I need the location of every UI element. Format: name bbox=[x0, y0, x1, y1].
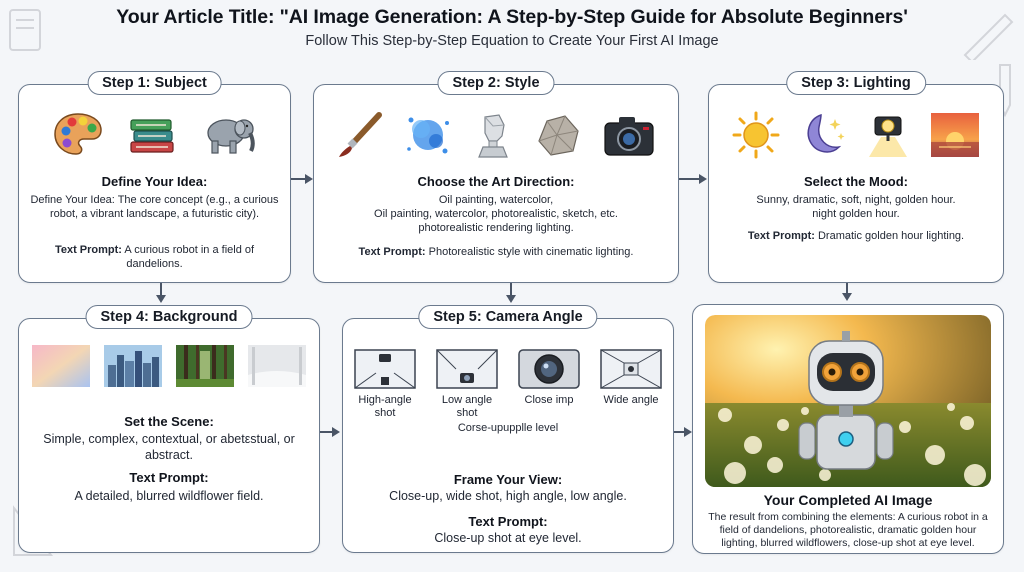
step-5-description: Close-up, wide shot, high angle, low ang… bbox=[389, 489, 627, 503]
city-skyline-icon bbox=[104, 345, 162, 387]
step-2-description-line-2: Oil painting, watercolor, photorealistic… bbox=[374, 208, 618, 220]
step-3-icons bbox=[709, 111, 1003, 159]
step-4-heading: Set the Scene: bbox=[124, 414, 214, 429]
step-1-prompt-text: A curious robot in a field of dandelions… bbox=[124, 244, 255, 270]
sculpture-bust-icon bbox=[478, 114, 508, 158]
step-4-icons bbox=[19, 345, 319, 387]
step-2-heading: Choose the Art Direction: bbox=[417, 174, 575, 189]
shot-item: High-angle shot bbox=[353, 349, 417, 420]
step-4-prompt-text: A detailed, blurred wildflower field. bbox=[74, 489, 264, 503]
step-3-card: Step 3: Lighting bbox=[708, 71, 1004, 283]
shot-item: Close imp bbox=[517, 349, 581, 420]
high-angle-shot-icon bbox=[354, 349, 416, 389]
elephant-icon bbox=[206, 119, 255, 154]
step-2-prompt-label: Text Prompt: bbox=[358, 246, 426, 258]
step-5-card: Step 5: Camera Angle High-angle shot Low… bbox=[342, 305, 674, 553]
step-1-prompt-label: Text Prompt: bbox=[54, 244, 122, 256]
step-3-prompt-label: Text Prompt: bbox=[747, 230, 815, 242]
shot-item: Low angle shot bbox=[435, 349, 499, 420]
step-4-prompt-label: Text Prompt: bbox=[129, 470, 209, 485]
step-4-label: Step 4: Background bbox=[85, 305, 253, 329]
paintbrush-icon bbox=[339, 112, 382, 157]
arrow-step2-to-step3 bbox=[679, 174, 707, 184]
step-3-description-line-2: night golden hour. bbox=[812, 208, 900, 220]
step-1-heading: Define Your Idea: bbox=[101, 174, 208, 189]
shot-item: Wide angle bbox=[599, 349, 663, 420]
step-5-extra-caption: Corse-upupplle level bbox=[457, 422, 559, 434]
sun-icon bbox=[732, 111, 780, 159]
low-angle-shot-icon bbox=[436, 349, 498, 389]
step-2-icons bbox=[314, 111, 678, 159]
shot-caption: Close imp bbox=[524, 394, 574, 406]
step-3-heading: Select the Mood: bbox=[803, 174, 908, 189]
arrow-step2-to-step5 bbox=[506, 283, 516, 303]
forest-icon bbox=[176, 345, 234, 387]
result-card: Your Completed AI Image The result from … bbox=[692, 304, 1004, 554]
camera-icon bbox=[604, 117, 654, 156]
arrow-step1-to-step2 bbox=[291, 174, 313, 184]
palette-icon bbox=[53, 113, 102, 155]
ruler-doodle-icon bbox=[963, 13, 1014, 60]
notebook-doodle-icon bbox=[9, 9, 41, 51]
step-1-prompt: Text Prompt: A curious robot in a field … bbox=[29, 243, 280, 271]
step-5-heading: Frame Your View: bbox=[453, 472, 563, 487]
step-2-label: Step 2: Style bbox=[437, 71, 555, 95]
shot-caption: Low angle shot bbox=[441, 394, 493, 419]
step-1-description: Define Your Idea: The core concept (e.g.… bbox=[30, 194, 279, 220]
gradient-swatch-icon bbox=[32, 345, 90, 387]
step-5-prompt-text: Close-up shot at eye level. bbox=[434, 531, 582, 545]
wide-angle-shot-icon bbox=[600, 349, 662, 389]
step-1-icons bbox=[19, 111, 290, 157]
result-heading: Your Completed AI Image bbox=[763, 492, 933, 508]
step-3-prompt-text: Dramatic golden hour lighting. bbox=[817, 230, 965, 242]
step-3-description-line-1: Sunny, dramatic, soft, night, golden hou… bbox=[756, 194, 956, 206]
sunset-icon bbox=[931, 113, 979, 157]
page-subtitle: Follow This Step-by-Step Equation to Cre… bbox=[305, 33, 719, 49]
step-2-description-line-1: Oil painting, watercolor, bbox=[438, 194, 554, 206]
step-5-prompt-label: Text Prompt: bbox=[468, 514, 548, 529]
shot-caption: High-angle shot bbox=[358, 394, 412, 419]
step-1-label: Step 1: Subject bbox=[87, 71, 222, 95]
step-5-label: Step 5: Camera Angle bbox=[418, 305, 598, 329]
header: Your Article Title: "AI Image Generation… bbox=[0, 6, 1024, 49]
arrow-step3-to-result bbox=[842, 283, 852, 301]
arrow-step1-to-step4 bbox=[156, 283, 166, 303]
step-2-description-line-3: photorealistic rendering lighting. bbox=[418, 222, 574, 234]
studio-backdrop-icon bbox=[248, 345, 306, 387]
step-5-shots: High-angle shot Low angle shot Close imp bbox=[343, 349, 673, 420]
page-title: Your Article Title: "AI Image Generation… bbox=[116, 6, 908, 28]
step-2-prompt: Text Prompt: Photorealistic style with c… bbox=[324, 245, 668, 259]
result-description: The result from combining the elements: … bbox=[708, 511, 988, 549]
step-4-card: Step 4: Background Set the Scene: Simple… bbox=[18, 305, 320, 553]
step-3-label: Step 3: Lighting bbox=[786, 71, 926, 95]
step-2-card: Step 2: Style bbox=[313, 71, 679, 283]
arrow-step5-to-result bbox=[674, 427, 692, 437]
step-4-description: Simple, complex, contextual, or abetεstu… bbox=[43, 432, 295, 462]
robot-dandelion-field-image bbox=[705, 315, 991, 487]
moon-stars-icon bbox=[807, 113, 845, 153]
step-3-prompt: Text Prompt: Dramatic golden hour lighti… bbox=[719, 229, 993, 243]
arrow-step4-to-step5 bbox=[320, 427, 340, 437]
low-poly-rock-icon bbox=[538, 115, 579, 156]
close-up-lens-icon bbox=[518, 349, 580, 389]
watercolor-splash-icon bbox=[407, 117, 449, 154]
step-1-card: Step 1: Subject Define Your Idea: Define… bbox=[18, 71, 291, 283]
books-icon bbox=[129, 119, 174, 153]
spotlight-icon bbox=[869, 116, 907, 157]
shot-caption: Wide angle bbox=[603, 394, 659, 406]
step-2-prompt-text: Photorealistic style with cinematic ligh… bbox=[428, 246, 634, 258]
